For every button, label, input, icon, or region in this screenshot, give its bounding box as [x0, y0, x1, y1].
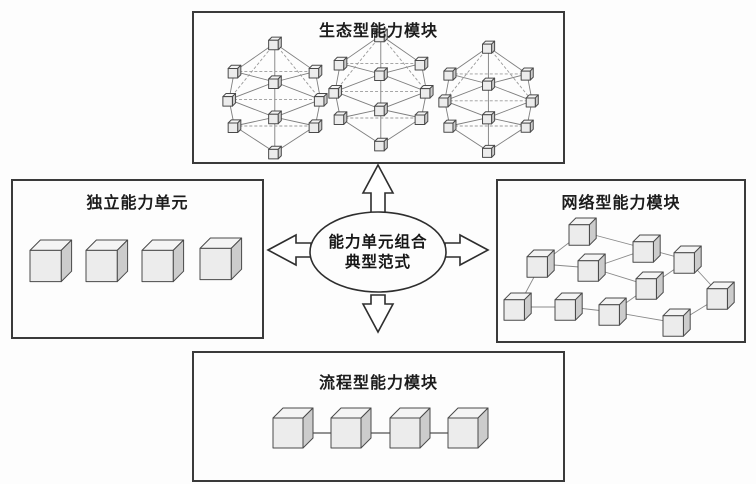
cube-icon	[706, 281, 735, 310]
center-paradigm-ellipse	[309, 211, 447, 293]
cube-icon	[85, 239, 129, 283]
cube-icon	[447, 407, 489, 449]
network-module-box	[496, 179, 746, 343]
network-graphic	[503, 217, 735, 337]
cube-icon	[635, 271, 664, 300]
arrow-down-icon	[361, 294, 395, 334]
ecological-module-box	[192, 11, 565, 164]
cube-icon	[526, 249, 555, 278]
flow-graphic	[272, 407, 489, 449]
process-module-box	[192, 351, 565, 482]
cube-icon	[330, 407, 372, 449]
cube-icon	[389, 407, 431, 449]
cube-icon	[598, 297, 627, 326]
cube-icon	[554, 292, 583, 321]
arrow-left-icon	[266, 233, 312, 267]
independent-unit-box	[11, 179, 264, 339]
cube-icon	[272, 407, 314, 449]
cube-icon	[662, 308, 691, 337]
arrow-up-icon	[361, 163, 395, 214]
cube-icon	[29, 239, 73, 283]
cube-icon	[503, 292, 532, 321]
cube-icon	[199, 237, 243, 281]
cube-icon	[632, 234, 661, 263]
cube-icon	[577, 253, 606, 282]
arrow-right-icon	[444, 233, 490, 267]
cube-icon	[673, 245, 702, 274]
cube-icon	[568, 217, 597, 246]
cube-icon	[141, 239, 185, 283]
